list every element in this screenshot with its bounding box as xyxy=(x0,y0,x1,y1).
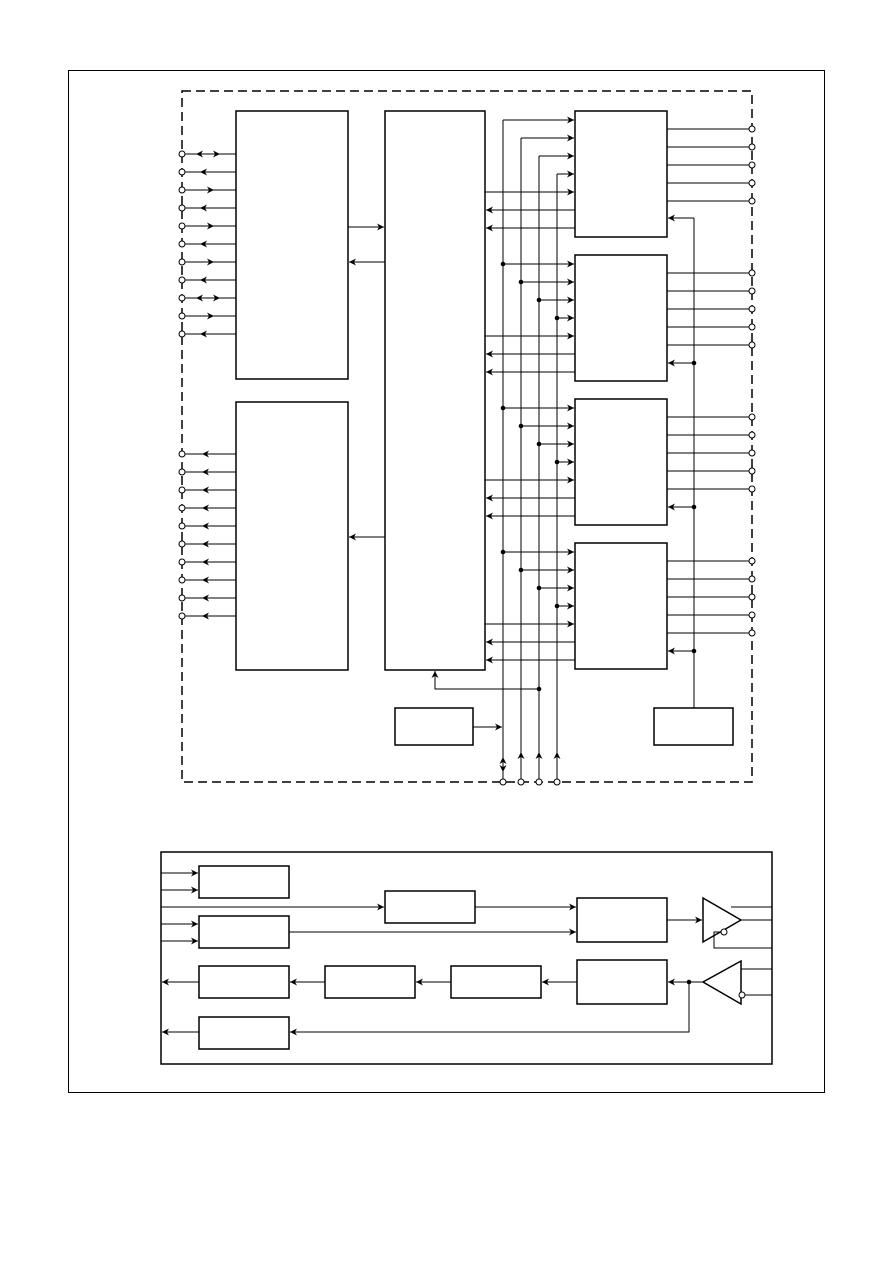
upper-io-pin xyxy=(178,258,186,266)
channel-pin xyxy=(748,629,756,637)
output-block-lower xyxy=(235,401,349,671)
upper-io-pin xyxy=(178,240,186,248)
receiver-branch xyxy=(290,982,690,1036)
inverter-bubble xyxy=(738,991,746,999)
bus-pin xyxy=(517,778,525,786)
input-latch-a xyxy=(198,865,290,899)
upper-io-pin xyxy=(178,330,186,338)
receiver-triangle xyxy=(701,959,742,1006)
channel-pin xyxy=(748,323,756,331)
junction-dot xyxy=(536,297,542,303)
upper-io-pin xyxy=(178,186,186,194)
lower-out-pin xyxy=(178,558,186,566)
output-latch-a xyxy=(198,965,290,999)
channel-pin xyxy=(748,593,756,601)
channel-pin xyxy=(748,575,756,583)
bus-pin xyxy=(499,778,507,786)
io-block-upper xyxy=(235,110,349,380)
receive-block xyxy=(576,959,668,1005)
junction-dot xyxy=(554,315,560,321)
bottom-diagram-wiring xyxy=(161,869,772,1036)
junction-dot xyxy=(691,504,697,510)
lower-out-pin xyxy=(178,522,186,530)
transmit-block xyxy=(576,897,668,943)
junction-dot xyxy=(691,648,697,654)
lower-out-pin xyxy=(178,486,186,494)
central-controller xyxy=(384,110,486,671)
channel-pin xyxy=(748,287,756,295)
junction-dot xyxy=(500,261,506,267)
upper-io-pin xyxy=(178,150,186,158)
channel-pin xyxy=(748,305,756,313)
lower-out-pin xyxy=(178,594,186,602)
junction-dot xyxy=(500,549,506,555)
upper-io-pin xyxy=(178,222,186,230)
channel-block-4 xyxy=(574,542,668,670)
channel-pin xyxy=(748,557,756,565)
clock-block xyxy=(394,707,474,746)
channel-block-3 xyxy=(574,398,668,526)
channel-pin xyxy=(748,449,756,457)
channel-pin xyxy=(748,413,756,421)
channel-pin xyxy=(748,431,756,439)
upper-io-pin xyxy=(178,276,186,284)
channel-pin xyxy=(748,485,756,493)
channel-pin xyxy=(748,611,756,619)
top-diagram-wiring xyxy=(178,116,756,786)
channel-block-1 xyxy=(574,110,668,238)
junction-dot xyxy=(536,686,542,692)
ctrl-feedback xyxy=(431,671,539,690)
bus-pin xyxy=(535,778,543,786)
channel-pin xyxy=(748,143,756,151)
decoder-block-2 xyxy=(324,965,416,999)
lower-out-pin xyxy=(178,612,186,620)
upper-io-pin xyxy=(178,204,186,212)
upper-io-pin xyxy=(178,168,186,176)
channel-pin xyxy=(748,341,756,349)
channel-pin xyxy=(748,125,756,133)
lower-out-pin xyxy=(178,540,186,548)
junction-dot xyxy=(518,423,524,429)
junction-dot xyxy=(518,279,524,285)
channel-pin xyxy=(748,179,756,187)
encoder-block xyxy=(384,890,476,924)
junction-dot xyxy=(554,603,560,609)
upper-io-pin xyxy=(178,312,186,320)
bias-block xyxy=(653,707,734,746)
inverter-bubble xyxy=(720,928,728,936)
driver-triangle xyxy=(702,896,743,944)
lower-out-pin xyxy=(178,504,186,512)
bottom-diagram-frame xyxy=(160,851,773,1065)
channel-pin xyxy=(748,197,756,205)
channel-pin xyxy=(748,269,756,277)
lower-out-pin xyxy=(178,576,186,584)
lower-out-pin xyxy=(178,450,186,458)
output-latch-b xyxy=(198,1016,290,1050)
channel-block-2 xyxy=(574,254,668,382)
input-latch-b xyxy=(198,915,290,949)
decoder-block-3 xyxy=(450,965,542,999)
junction-dot xyxy=(554,459,560,465)
junction-dot xyxy=(500,405,506,411)
channel-pin xyxy=(748,161,756,169)
junction-dot xyxy=(536,585,542,591)
bus-pin xyxy=(553,778,561,786)
junction-dot xyxy=(691,360,697,366)
channel-pin xyxy=(748,467,756,475)
upper-io-pin xyxy=(178,294,186,302)
driver-inv-out xyxy=(713,931,772,949)
junction-dot xyxy=(536,441,542,447)
junction-dot xyxy=(518,567,524,573)
figure-frame xyxy=(68,70,825,1093)
lower-out-pin xyxy=(178,468,186,476)
